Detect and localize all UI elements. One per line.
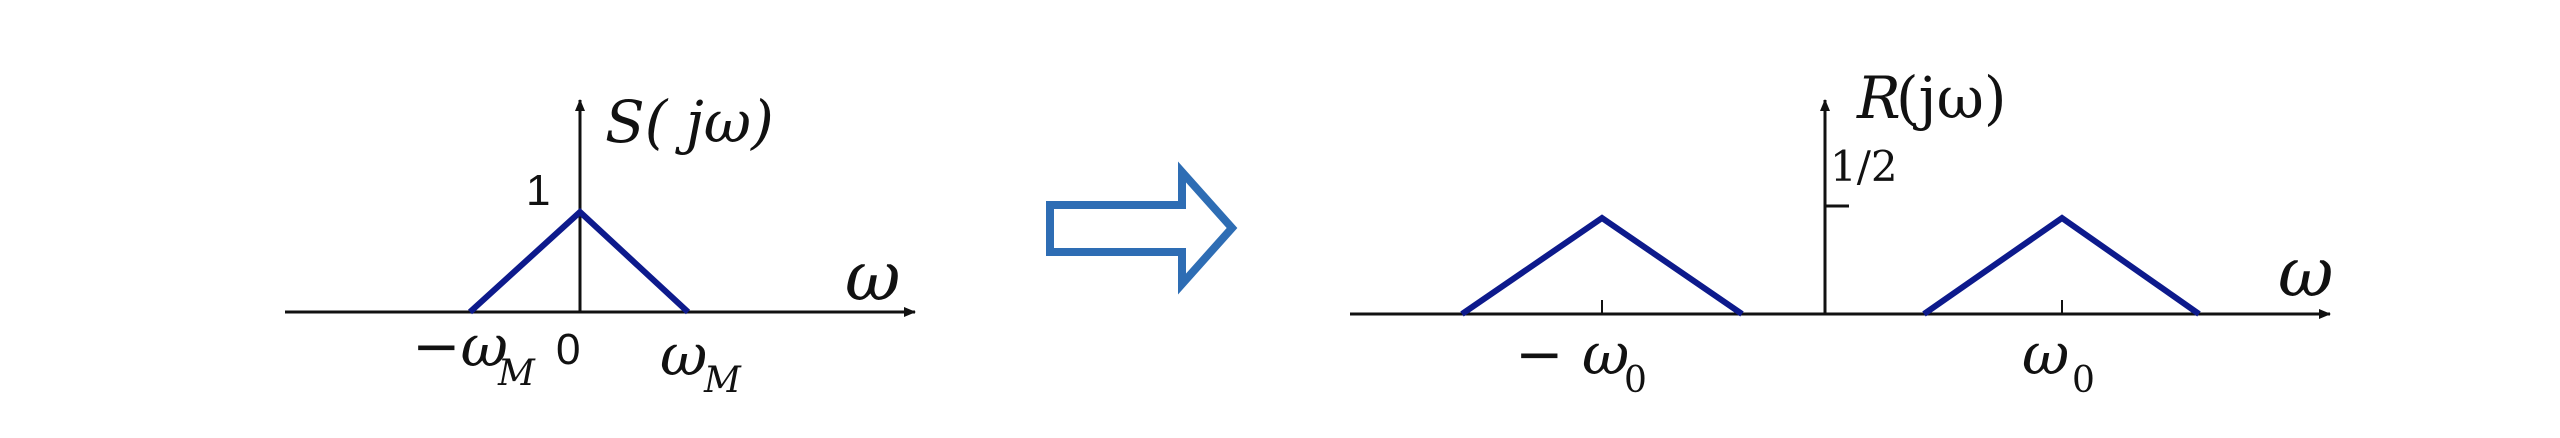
right-tick-pos-omega0: ω 0 (2022, 320, 2095, 401)
left-peak-label: 1 (526, 166, 550, 215)
right-spectrum-triangle-positive (1922, 214, 2201, 317)
svg-text:−ω: −ω (412, 312, 508, 380)
svg-text:M: M (703, 360, 742, 401)
svg-text:(jω): (jω) (1896, 64, 2007, 132)
left-tick-neg-omega-m: −ω M (412, 312, 536, 394)
left-plot: S( jω) 1 ω −ω M 0 ω M (285, 88, 916, 401)
right-axis-omega-label: ω (2278, 234, 2333, 313)
svg-text:ω: ω (2022, 320, 2069, 388)
left-tick-pos-omega-m: ω M (660, 321, 742, 401)
right-height-label: 1/2 (1830, 142, 1898, 191)
svg-text:− ω: − ω (1515, 320, 1629, 388)
svg-text:ω: ω (660, 321, 707, 389)
right-plot: R (jω) 1/2 ω − ω 0 ω 0 (1350, 64, 2333, 401)
left-tick-zero: 0 (556, 325, 580, 374)
svg-text:0: 0 (2072, 360, 2095, 401)
svg-text:M: M (497, 353, 536, 394)
svg-text:R: R (1856, 64, 1901, 132)
left-axis-omega-label: ω (845, 238, 900, 317)
left-function-label: S( jω) (605, 88, 774, 156)
right-function-label: R (jω) (1856, 64, 2007, 132)
left-spectrum-triangle (467, 207, 691, 315)
right-tick-neg-omega0: − ω 0 (1515, 320, 1647, 401)
svg-text:0: 0 (1624, 360, 1647, 401)
transform-arrow-icon (1046, 161, 1238, 295)
right-spectrum-triangle-negative (1460, 214, 1744, 317)
